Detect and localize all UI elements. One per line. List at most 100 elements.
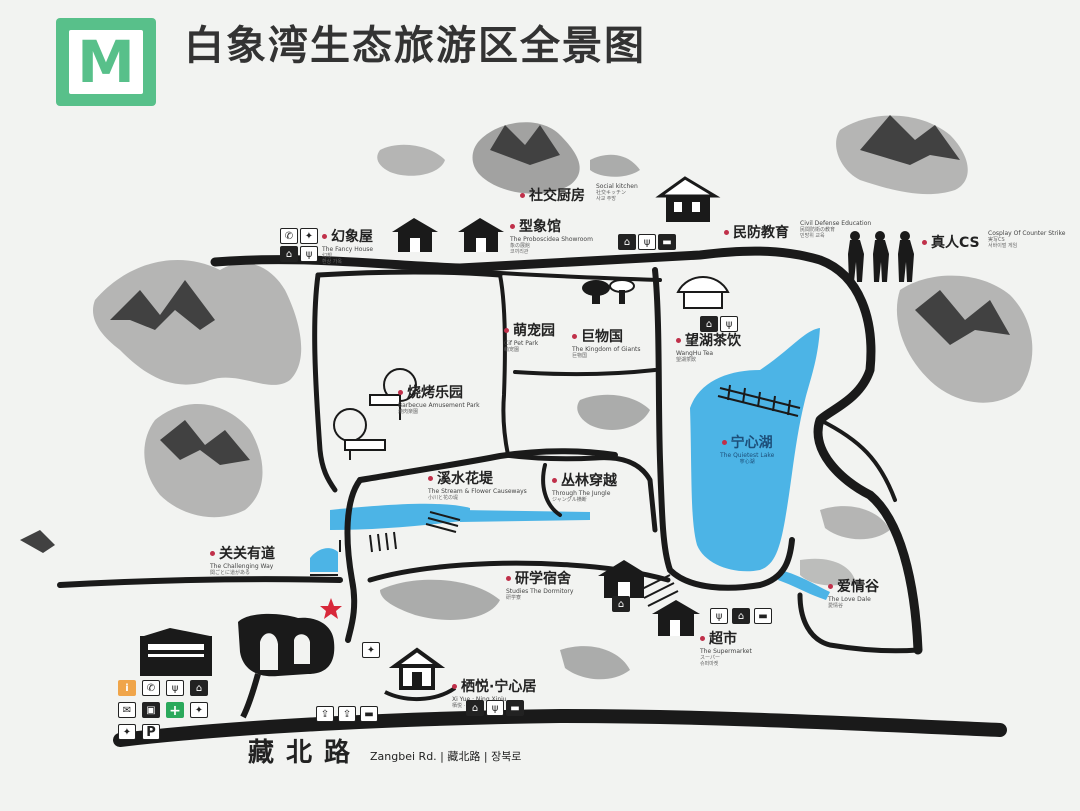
poi-name-en: Cif Pet Park xyxy=(504,340,539,347)
poi-name: 宁心湖 xyxy=(730,435,773,451)
badge-letter: M xyxy=(69,30,143,94)
poi-name-ja: 巨物国 xyxy=(572,353,588,359)
bridges xyxy=(310,384,801,607)
poi-name-ja: ジャングル横断 xyxy=(552,497,587,503)
poi-wanghu-tea[interactable]: 望湖茶饮 WangHu Tea 望湖茶飲 xyxy=(676,330,741,363)
poi-name-ja: 焼肉楽園 xyxy=(398,409,419,415)
poi-name-en: Through The Jungle xyxy=(552,490,611,497)
poi-name-en: The Stream & Flower Causeways xyxy=(428,488,527,495)
poi-name-en: The Love Dale xyxy=(828,596,871,603)
poi-name-ko: 슈퍼마켓 xyxy=(700,661,719,667)
map-badge: M xyxy=(56,18,156,106)
poi-dot-icon xyxy=(700,636,705,641)
poi-dot-icon xyxy=(322,234,327,239)
supermarket-building xyxy=(652,600,700,636)
poi-name-en: Barbecue Amusement Park xyxy=(398,402,480,409)
poi-name-en: The Challenging Way xyxy=(210,563,274,570)
poi-social-kitchen[interactable]: 社交厨房 Social kitchen 社交キッチン 사교 주방 xyxy=(520,183,638,205)
poi-name-ja: 萌宠園 xyxy=(504,347,520,353)
poi-through-the-jungle[interactable]: 丛林穿越 Through The Jungle ジャングル横断 xyxy=(552,470,617,503)
poi-name-en: Xi Yue · Ning Xinju xyxy=(452,696,507,703)
bus-icon[interactable]: ▣ xyxy=(142,702,160,718)
mail-icon[interactable]: ✉ xyxy=(118,702,136,718)
poi-name: 溪水花堤 xyxy=(437,471,493,487)
poi-name-ko: 환상 가옥 xyxy=(322,259,342,265)
poi-dot-icon xyxy=(721,440,727,445)
poi-dot-icon xyxy=(572,334,577,339)
poi-name-ko: 민방위 교육 xyxy=(800,233,825,239)
poi-name: 社交厨房 xyxy=(529,188,585,204)
you-are-here-icon xyxy=(320,598,342,619)
poi-dot-icon xyxy=(510,224,515,229)
poi-name-en: The Quietest Lake xyxy=(720,452,775,459)
cs-soldiers xyxy=(848,231,914,282)
shop-icon: ⌂ xyxy=(732,608,750,624)
poi-name-ja: 望湖茶飲 xyxy=(676,357,697,363)
poi-challenging-way[interactable]: 关关有道 The Challenging Way 関ごとに道がある xyxy=(210,543,275,576)
stream xyxy=(330,503,470,530)
proboscidea-showroom-building xyxy=(458,218,504,252)
poi-name-ja: 幻想 xyxy=(322,253,333,259)
poi-name: 型象馆 xyxy=(519,219,561,235)
shop-icon: ⌂ xyxy=(466,700,484,716)
poi-name: 望湖茶饮 xyxy=(685,333,741,349)
parking-icon[interactable]: P xyxy=(142,724,160,740)
poi-name-en: Civil Defense Education xyxy=(800,220,872,227)
poi-dot-icon xyxy=(724,230,729,235)
restaurant-icon: ψ xyxy=(638,234,656,250)
poi-dot-icon xyxy=(922,240,927,245)
poi-name-en: The Proboscidea Showroom xyxy=(510,236,593,243)
road-network xyxy=(57,246,1007,747)
poi-fancy-house[interactable]: 幻象屋 The Fancy House 幻想 환상 가옥 xyxy=(322,226,373,265)
poi-pet-park[interactable]: 萌宠园 Cif Pet Park 萌宠園 xyxy=(504,320,555,353)
toilet-icon: ✦ xyxy=(300,228,318,244)
poi-proboscidea-showroom[interactable]: 型象馆 The Proboscidea Showroom 象の展館 코끼리관 xyxy=(510,216,593,255)
poi-name: 萌宠园 xyxy=(513,323,555,339)
poi-dot-icon xyxy=(506,576,511,581)
poi-love-dale[interactable]: 爱情谷 The Love Dale 愛情谷 xyxy=(828,576,879,609)
toilet-icon[interactable]: ✦ xyxy=(190,702,208,718)
poi-name-ko: 사교 주방 xyxy=(596,196,616,202)
toilet-icon[interactable]: ✦ xyxy=(118,724,136,740)
rock-gate xyxy=(238,613,335,719)
poi-name: 栖悦·宁心居 xyxy=(461,679,537,695)
poi-name-en: The Supermarket xyxy=(700,648,752,655)
poi-cs[interactable]: 真人CS Cosplay Of Counter Strike 実写CS 서바이벌… xyxy=(922,230,1065,252)
poi-dot-icon xyxy=(676,338,681,343)
poi-kingdom-of-giants[interactable]: 巨物国 The Kingdom of Giants 巨物国 xyxy=(572,326,640,359)
poi-name-ja: 社交キッチン xyxy=(596,190,627,196)
info-icon[interactable]: i xyxy=(118,680,136,696)
poi-dot-icon xyxy=(452,684,457,689)
bed-icon: ▬ xyxy=(658,234,676,250)
poi-barbecue-park[interactable]: 烧烤乐园 Barbecue Amusement Park 焼肉楽園 xyxy=(398,382,480,415)
poi-quietest-lake[interactable]: 宁心湖 The Quietest Lake 寧心湖 xyxy=(720,432,774,465)
poi-name-ja: 研学寮 xyxy=(506,595,522,601)
poi-supermarket[interactable]: 超市 The Supermarket スーパー 슈퍼마켓 xyxy=(700,628,752,667)
shop-icon: ⌂ xyxy=(700,316,718,332)
restaurant-icon: ψ xyxy=(300,246,318,262)
bed-icon: ▬ xyxy=(506,700,524,716)
shop-icon[interactable]: ⌂ xyxy=(190,680,208,696)
poi-name: 超市 xyxy=(709,631,737,647)
poi-name-en: Social kitchen xyxy=(596,183,638,190)
poi-flower-causeway[interactable]: 溪水花堤 The Stream & Flower Causeways 小川と花の… xyxy=(428,468,527,501)
poi-name-ja: 愛情谷 xyxy=(828,603,844,609)
tea-hut xyxy=(676,276,730,309)
poi-name: 研学宿舍 xyxy=(515,571,571,587)
poi-name-en: The Fancy House xyxy=(322,246,374,253)
civil-defense-building xyxy=(655,176,721,222)
poi-name-en: Cosplay Of Counter Strike xyxy=(988,230,1066,237)
restaurant-icon[interactable]: ψ xyxy=(166,680,184,696)
poi-dot-icon xyxy=(398,390,403,395)
poi-name-ja: 寧心湖 xyxy=(739,459,755,465)
poi-dormitory[interactable]: 研学宿舍 Studies The Dormitory 研学寮 xyxy=(506,568,573,601)
poi-name: 丛林穿越 xyxy=(561,473,617,489)
fancy-house-building xyxy=(392,218,438,252)
first-aid-icon[interactable]: + xyxy=(166,702,184,719)
poi-civil-defense[interactable]: 民防教育 Civil Defense Education 民間防衛の教育 민방위… xyxy=(724,220,871,242)
phone-icon[interactable]: ✆ xyxy=(142,680,160,696)
dormitory-building xyxy=(598,560,650,598)
